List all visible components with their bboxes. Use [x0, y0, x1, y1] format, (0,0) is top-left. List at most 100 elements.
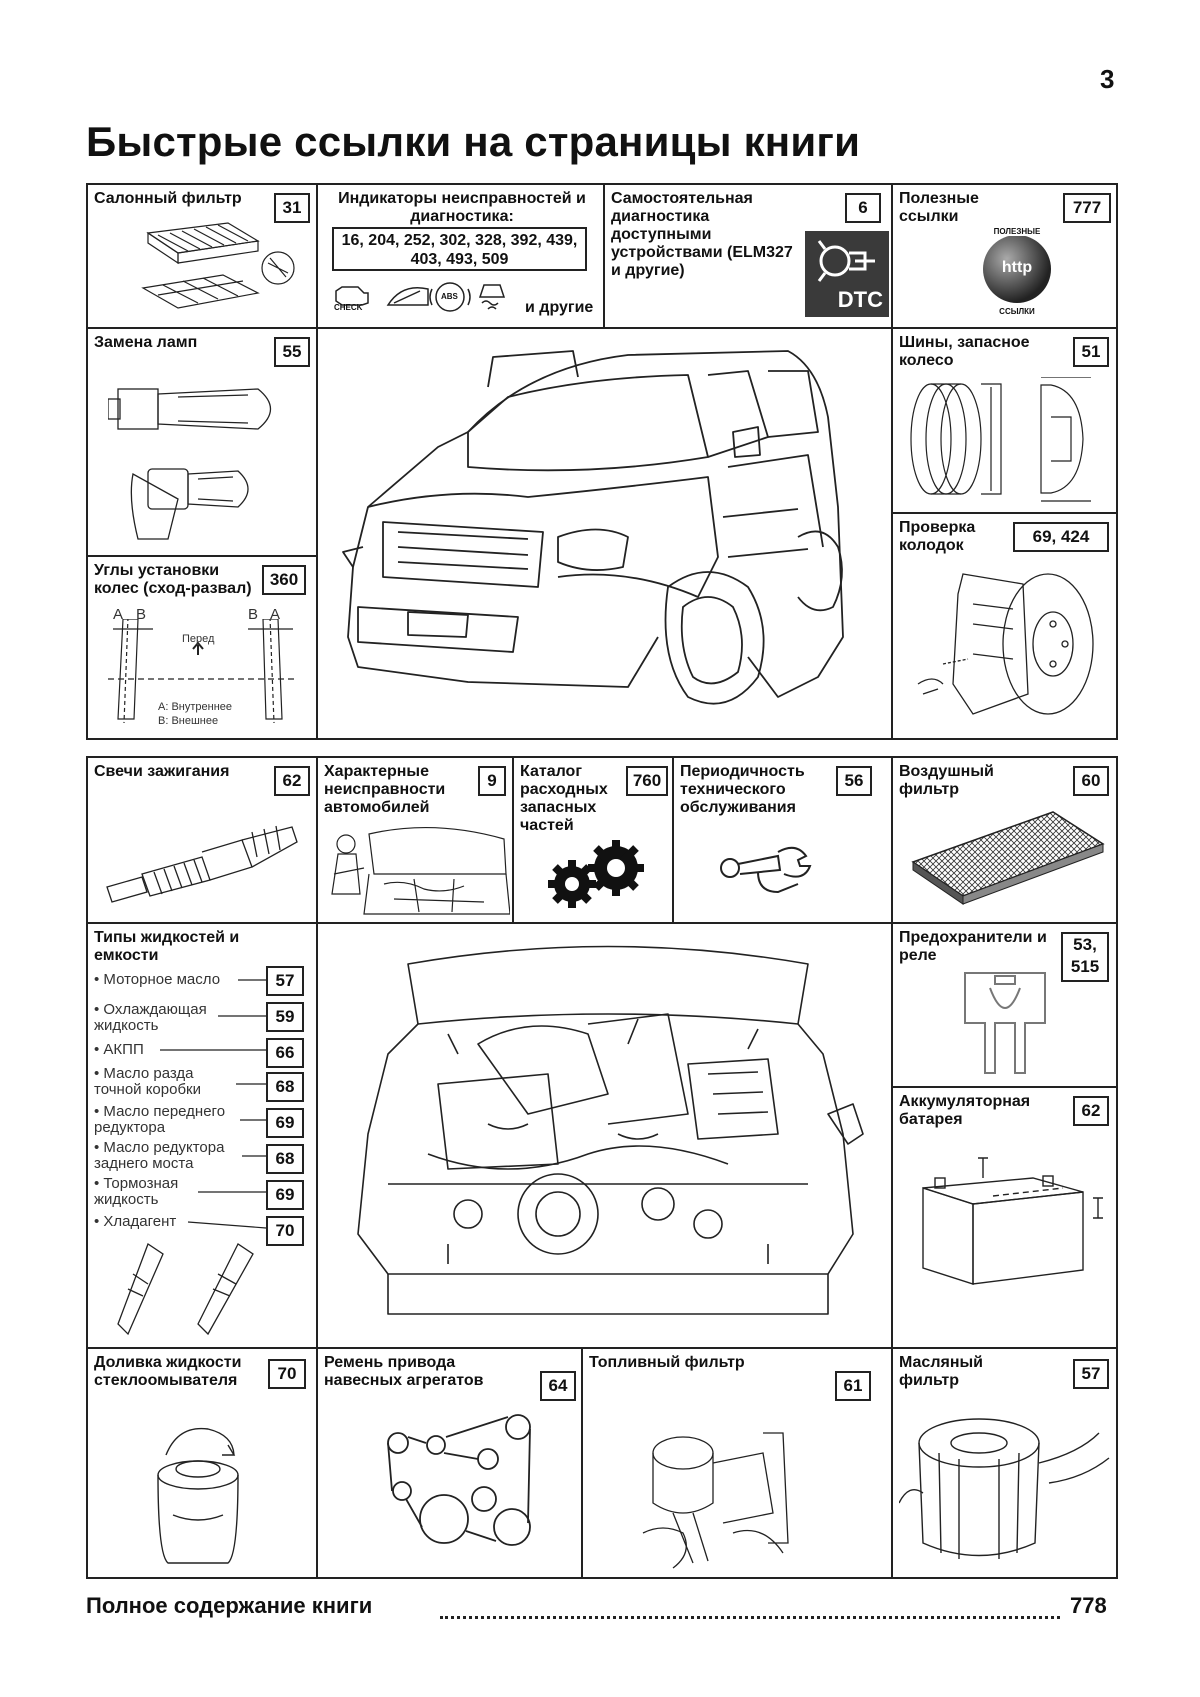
- card-label: Каталог расходных запасных частей: [520, 763, 608, 834]
- label-a-left: A: [113, 606, 124, 623]
- globe-mid-text: http: [1001, 259, 1033, 276]
- page-ref-box[interactable]: 57: [1073, 1359, 1109, 1389]
- card-spark-plugs[interactable]: Свечи зажигания 62: [88, 758, 316, 922]
- fluid-page-engine-oil[interactable]: 57: [266, 966, 304, 996]
- page-number: 3: [1100, 64, 1115, 94]
- fluid-page-coolant[interactable]: 59: [266, 1002, 304, 1032]
- page-ref-box[interactable]: 360: [262, 565, 306, 595]
- indicator-pages-box[interactable]: 16, 204, 252, 302, 328, 392, 439, 403, 4…: [332, 227, 587, 271]
- wheel-alignment-diagram: [108, 619, 298, 724]
- toc-leader-dots: [440, 1600, 1060, 1619]
- washer-reservoir-illustration: [157, 1427, 239, 1564]
- page-ref-box[interactable]: 53, 515: [1061, 932, 1109, 982]
- card-maintenance[interactable]: Периодичность технического обслуживания …: [672, 758, 891, 922]
- check-engine-icon: [335, 286, 369, 306]
- tire-wheel-diagram: [910, 377, 1091, 502]
- panel-bottom: Свечи зажигания 62 Характерные неисправн…: [86, 756, 1118, 1579]
- outer-label: В: Внешнее: [158, 715, 219, 727]
- check-text: CHECK: [334, 303, 363, 312]
- fluid-item-refrigerant[interactable]: • Хладагент: [94, 1213, 177, 1230]
- card-label: Воздушный фильтр: [899, 763, 994, 798]
- card-washer[interactable]: Доливка жидкости стеклоомывателя 70: [88, 1347, 316, 1577]
- engine-bay-area: [316, 922, 891, 1347]
- page-ref-box[interactable]: 9: [478, 766, 506, 796]
- card-brake-pads[interactable]: Проверка колодок 69, 424: [891, 512, 1116, 738]
- indicators-others: и другие: [525, 299, 594, 316]
- fluid-page-refrigerant[interactable]: 70: [266, 1216, 304, 1246]
- toc-page-number[interactable]: 778: [1070, 1593, 1107, 1618]
- lamp-bulbs-illustration: [108, 388, 272, 540]
- page-ref-box[interactable]: 56: [836, 766, 872, 796]
- front-label: Перед: [182, 633, 215, 645]
- fluid-page-transfer-case[interactable]: 68: [266, 1072, 304, 1102]
- card-label: Доливка жидкости стеклоомывателя: [94, 1354, 242, 1389]
- fluid-page-front-diff[interactable]: 69: [266, 1108, 304, 1138]
- fluid-page-atf[interactable]: 66: [266, 1038, 304, 1068]
- card-label: Предохранители и реле: [899, 929, 1047, 964]
- air-filter-illustration: [911, 811, 1105, 905]
- page-ref-box[interactable]: 62: [1073, 1096, 1109, 1126]
- page-ref-box[interactable]: 760: [626, 766, 668, 796]
- card-label: Замена ламп: [94, 334, 198, 351]
- page-ref-box[interactable]: 70: [268, 1359, 306, 1389]
- page-ref-box[interactable]: 60: [1073, 766, 1109, 796]
- fluid-item-transfer-case[interactable]: • Масло разда точной коробки: [94, 1065, 201, 1098]
- page-ref-box[interactable]: 55: [274, 337, 310, 367]
- card-battery[interactable]: Аккумуляторная батарея 62: [891, 1086, 1116, 1347]
- fluid-page-brake-fluid[interactable]: 69: [266, 1180, 304, 1210]
- card-label: Проверка колодок: [899, 519, 976, 554]
- car-exterior-area: [316, 327, 891, 738]
- toc-label[interactable]: Полное содержание книги: [86, 1593, 373, 1618]
- card-useful-links[interactable]: Полезные ссылки 777 ПОЛЕЗНЫЕ http ССЫЛКИ: [891, 185, 1116, 327]
- page-ref-box[interactable]: 31: [274, 193, 310, 223]
- page-ref-box[interactable]: 6: [845, 193, 881, 223]
- label-b-left: B: [136, 606, 147, 623]
- cabin-filter-illustration: [141, 222, 295, 309]
- card-cabin-filter[interactable]: Салонный фильтр 31: [88, 185, 316, 327]
- fuse-illustration: [964, 972, 1046, 1074]
- card-lamps[interactable]: Замена ламп 55: [88, 327, 316, 555]
- card-fuel-filter[interactable]: Топливный фильтр 61: [581, 1347, 891, 1577]
- fluid-item-brake-fluid[interactable]: • Тормозная жидкость: [94, 1175, 179, 1208]
- page-ref-box[interactable]: 64: [540, 1371, 576, 1401]
- card-oil-filter[interactable]: Масляный фильтр 57: [891, 1347, 1116, 1577]
- card-air-filter[interactable]: Воздушный фильтр 60: [891, 758, 1116, 922]
- abs-icon: [435, 282, 465, 312]
- page-ref-box[interactable]: 62: [274, 766, 310, 796]
- card-parts-catalog[interactable]: Каталог расходных запасных частей 760: [512, 758, 672, 922]
- page-ref-box[interactable]: 777: [1063, 193, 1111, 223]
- fluid-item-rear-diff[interactable]: • Масло редуктора заднего моста: [94, 1139, 225, 1172]
- fluid-item-front-diff[interactable]: • Масло переднего редуктора: [94, 1103, 226, 1136]
- fluid-leader-lines: [117, 979, 267, 1336]
- battery-illustration: [922, 1157, 1103, 1285]
- card-label: Аккумуляторная батарея: [899, 1093, 1031, 1128]
- wiper-icon: [386, 287, 429, 306]
- page-ref-box[interactable]: 61: [835, 1371, 871, 1401]
- drive-belt-diagram: [387, 1414, 531, 1546]
- fluid-item-atf[interactable]: • АКПП: [94, 1041, 144, 1058]
- dtc-text: DTC: [837, 287, 883, 312]
- fluid-item-engine-oil[interactable]: • Моторное масло: [94, 971, 221, 988]
- page-ref-box[interactable]: 69, 424: [1013, 522, 1109, 552]
- traction-icon: [478, 284, 506, 310]
- label-b-right: B: [248, 606, 259, 623]
- fluid-item-coolant[interactable]: • Охлаждающая жидкость: [94, 1001, 207, 1034]
- card-wheel-alignment[interactable]: Углы установки колес (сход-развал) 360 A…: [88, 555, 316, 738]
- card-tires[interactable]: Шины, запасное колесо 51: [891, 327, 1116, 512]
- card-indicators[interactable]: Индикаторы неисправностей и диагностика:…: [316, 185, 603, 327]
- page-ref-box[interactable]: 51: [1073, 337, 1109, 367]
- card-fluids[interactable]: Типы жидкостей и емкости • Моторное масл…: [88, 922, 316, 1347]
- fluid-page-rear-diff[interactable]: 68: [266, 1144, 304, 1174]
- card-label: Углы установки колес (сход-развал): [94, 562, 252, 597]
- card-label: Ремень привода навесных агрегатов: [324, 1354, 484, 1389]
- dtc-icon: DTC: [805, 231, 889, 317]
- card-label: Масляный фильтр: [899, 1354, 983, 1389]
- card-typical-faults[interactable]: Характерные неисправности автомобилей 9: [316, 758, 512, 922]
- card-self-diagnostics[interactable]: Самостоятельная диагностика доступными у…: [603, 185, 891, 327]
- card-belt[interactable]: Ремень привода навесных агрегатов 64: [316, 1347, 581, 1577]
- gears-icon: [548, 840, 644, 908]
- card-label: Типы жидкостей и емкости: [94, 929, 240, 964]
- card-fuses[interactable]: Предохранители и реле 53, 515: [891, 922, 1116, 1086]
- page-title: Быстрые ссылки на страницы книги: [86, 118, 861, 165]
- card-label: Самостоятельная диагностика доступными у…: [611, 190, 793, 279]
